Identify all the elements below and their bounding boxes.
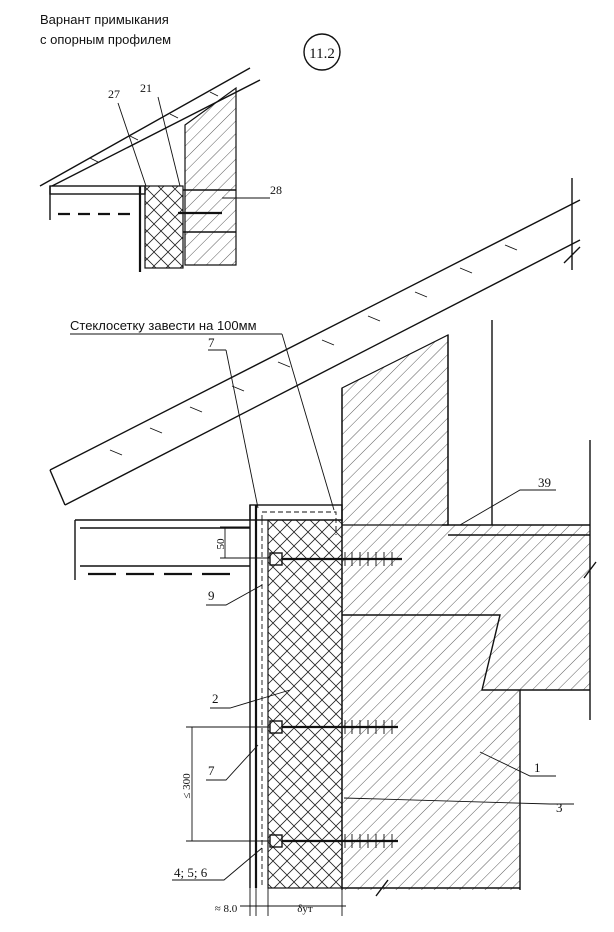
leader-3 [343, 797, 574, 805]
anchor-1 [269, 552, 402, 566]
callout-39: 39 [538, 475, 551, 490]
title-line-1: Варнант примыкания [40, 12, 169, 27]
callout-9: 9 [208, 588, 215, 603]
break-line-right [583, 440, 597, 720]
leader-9 [206, 584, 263, 606]
roof-line-upper [49, 199, 581, 471]
dim-50-label: 50 [215, 538, 227, 550]
mesh-note-leader [281, 333, 335, 511]
top-insulation [144, 185, 184, 269]
break-line-top [563, 178, 581, 270]
detail-number: 11.2 [309, 46, 335, 62]
break-line-bottom [342, 879, 520, 897]
main-detail: Стеклосетку завести на 100мм 7 39 9 2 7 … [49, 178, 597, 916]
leader-27 [117, 102, 147, 187]
leader-39 [459, 489, 556, 526]
top-detail: 27 21 28 [39, 67, 282, 272]
detail-number-badge: 11.2 [303, 33, 341, 71]
main-wall-lower [442, 690, 520, 890]
top-roof-line-lower [51, 79, 261, 187]
leader-1 [479, 751, 556, 777]
gable-wall [341, 334, 449, 526]
top-roof-line-upper [39, 67, 251, 187]
dimension-50: 50 [215, 526, 270, 559]
callout-2: 2 [212, 691, 219, 706]
slab-bottom-line [342, 614, 590, 691]
top-eave-board [49, 185, 146, 195]
mesh-wrap-top [261, 511, 337, 535]
dim-300-label: ≤ 300 [181, 773, 193, 799]
floor-slab [442, 525, 590, 690]
top-roof-steps [89, 91, 219, 163]
insulation-board [267, 519, 343, 889]
leader-7-top [225, 349, 259, 509]
roof-steps [109, 244, 518, 456]
main-wall-upper [342, 525, 442, 890]
title-line-2: с опорным профилем [40, 32, 171, 47]
support-profile-top [249, 504, 343, 521]
leader-4-5-6 [172, 847, 263, 881]
callout-7-bottom: 7 [208, 763, 215, 778]
callout-3: 3 [556, 800, 563, 815]
callout-28: 28 [270, 183, 282, 197]
leader-7-bottom [206, 744, 259, 781]
leader-21 [157, 96, 181, 187]
dim-insulation-label: δут [297, 903, 313, 915]
mesh-note: Стеклосетку завести на 100мм [70, 318, 257, 333]
callout-1: 1 [534, 760, 541, 775]
dim-8-label: ≈ 8.0 [215, 903, 238, 915]
dimension-bottom: ≈ 8.0 δут [215, 888, 346, 916]
dimension-300: ≤ 300 [181, 726, 270, 842]
callout-4-5-6: 4; 5; 6 [174, 865, 208, 880]
callout-27: 27 [108, 87, 120, 101]
callout-7-top: 7 [208, 335, 215, 350]
roof-edge [49, 469, 66, 506]
callout-21: 21 [140, 81, 152, 95]
roof-line-lower [64, 239, 581, 506]
leader-2 [210, 689, 291, 709]
